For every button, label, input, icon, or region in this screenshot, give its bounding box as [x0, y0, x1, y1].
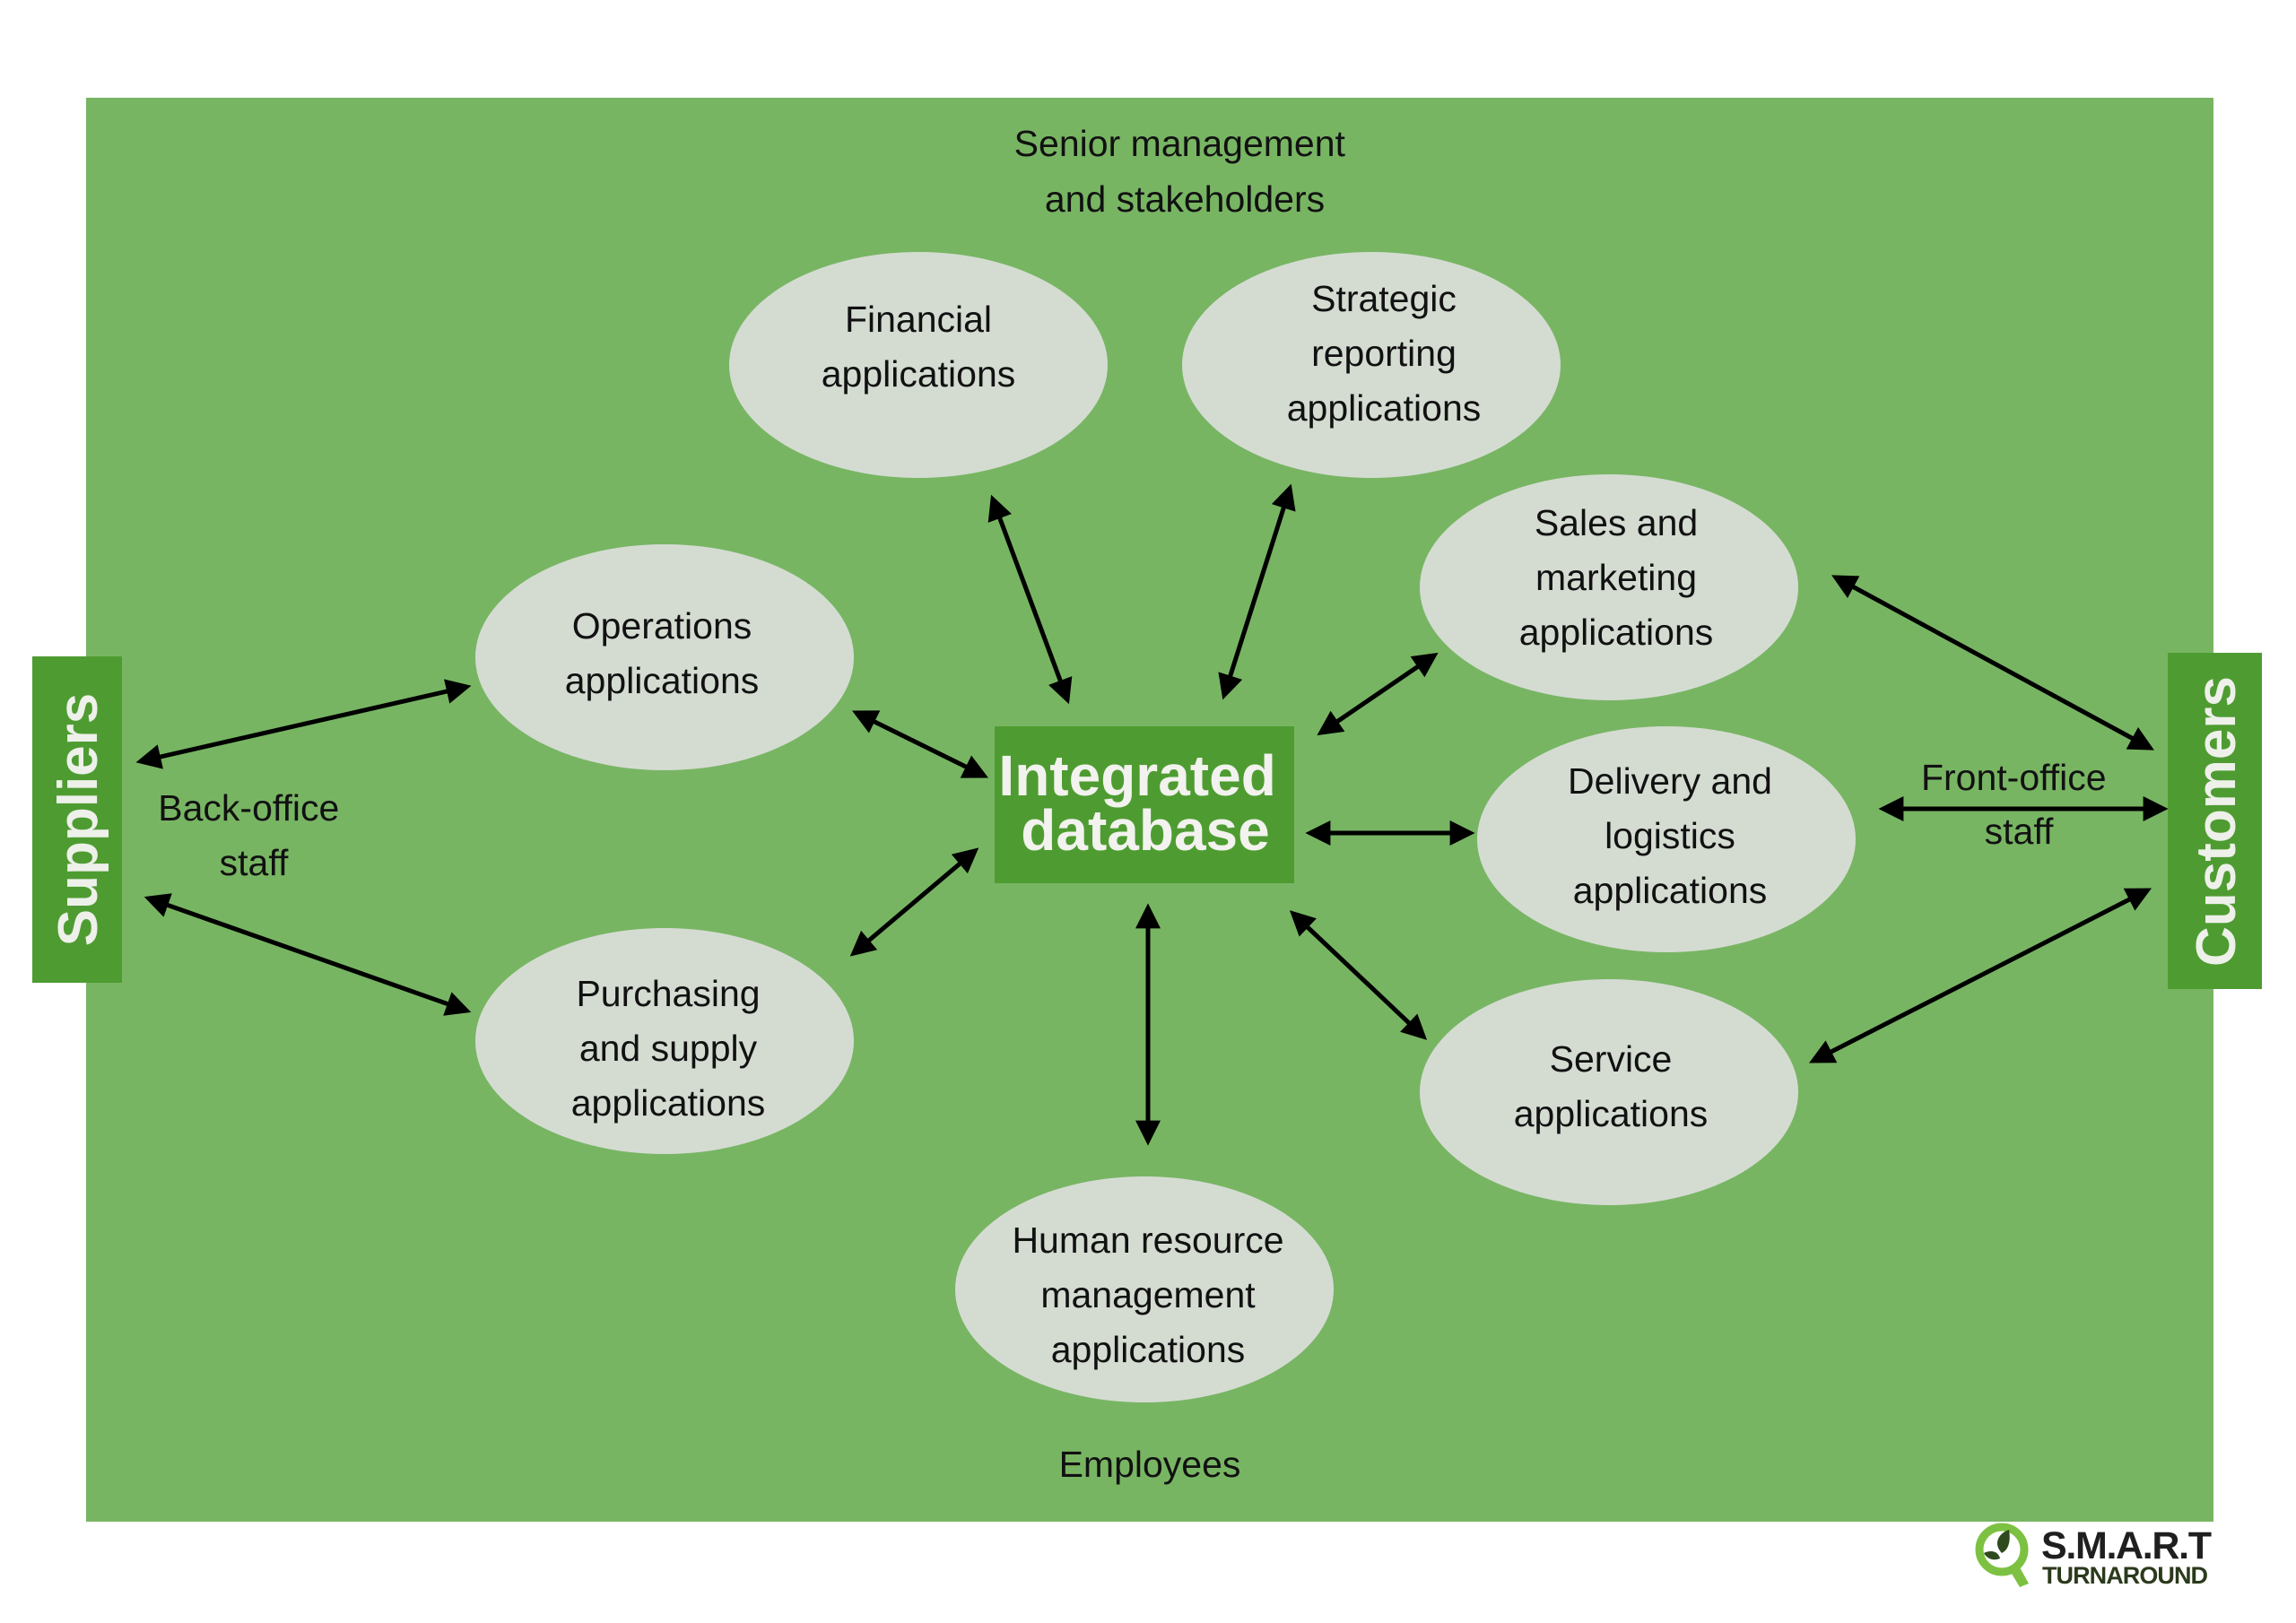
customers-label: Customers — [2186, 676, 2248, 967]
financial-ellipse — [729, 252, 1108, 478]
suppliers-label: Suppliers — [48, 693, 109, 947]
back-office-staff-label: Back-office staff — [158, 787, 349, 883]
arrow-suppliers-to-purchasing — [144, 893, 472, 1016]
logo-title: S.M.A.R.T — [2041, 1524, 2212, 1567]
smart-turnaround-logo: S.M.A.R.T TURNAROUND — [1975, 1523, 2212, 1589]
operations-ellipse — [475, 544, 854, 770]
arrow-integrated-database-to-strategic — [1218, 483, 1296, 700]
sales-ellipse — [1420, 474, 1798, 700]
arrow-customers-to-sales — [1831, 575, 2154, 751]
arrow-integrated-database-to-service — [1289, 910, 1428, 1040]
employees-label: Employees — [1059, 1444, 1241, 1485]
delivery-ellipse — [1477, 726, 1856, 952]
senior-management-label: Senior management and stakeholders — [1014, 123, 1356, 220]
hr-ellipse — [955, 1176, 1334, 1402]
lightbulb-leaf-icon — [1975, 1523, 2029, 1587]
logo-subtitle: TURNAROUND — [2042, 1562, 2208, 1589]
arrow-suppliers-to-operations — [135, 679, 472, 769]
service-ellipse — [1420, 979, 1798, 1205]
integrated-database-label: Integrated database — [998, 743, 1292, 863]
purchasing-ellipse — [475, 928, 854, 1154]
arrow-integrated-database-to-financial — [987, 494, 1073, 705]
arrow-integrated-database-to-operations — [851, 710, 989, 778]
arrow-customers-to-service — [1809, 888, 2152, 1063]
integrated-database-box[interactable]: Integrated database — [995, 726, 1294, 883]
arrow-integrated-database-to-purchasing — [849, 847, 979, 957]
arrow-integrated-database-to-sales — [1317, 652, 1439, 736]
strategic-ellipse — [1182, 252, 1561, 478]
customers-box[interactable]: Customers — [2168, 653, 2262, 989]
suppliers-box[interactable]: Suppliers — [32, 656, 122, 983]
